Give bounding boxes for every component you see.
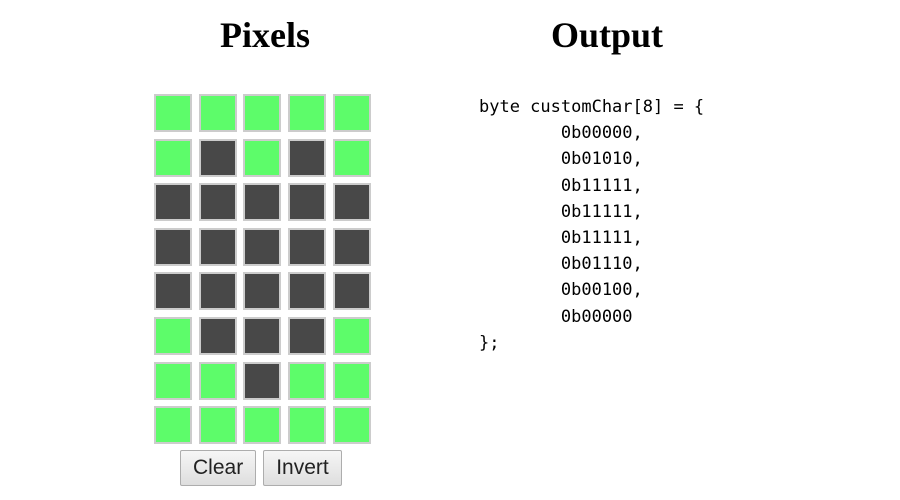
pixel-cell-r4-c4[interactable] [332, 272, 371, 311]
pixel-cell-r2-c0[interactable] [154, 183, 192, 222]
clear-button[interactable]: Clear [180, 450, 257, 486]
code-line: 0b00100, [479, 280, 643, 301]
pixel-cell-r7-c3[interactable] [288, 406, 327, 445]
pixel-cell-r4-c0[interactable] [154, 272, 192, 311]
code-line: 0b01010, [479, 149, 643, 170]
pixel-cell-r0-c0[interactable] [154, 94, 192, 132]
pixel-cell-r7-c0[interactable] [154, 406, 192, 445]
pixel-cell-r1-c1[interactable] [198, 138, 237, 177]
pixel-cell-r6-c0[interactable] [154, 361, 192, 400]
pixel-cell-r7-c2[interactable] [243, 406, 282, 445]
pixel-cell-r2-c2[interactable] [243, 183, 282, 222]
output-title: Output [550, 15, 664, 55]
pixel-cell-r3-c2[interactable] [243, 227, 282, 266]
code-footer: }; [479, 332, 500, 353]
code-header: byte customChar[8] = { [479, 97, 705, 117]
pixel-cell-r7-c1[interactable] [198, 406, 237, 445]
code-line: 0b11111, [479, 201, 643, 222]
pixel-cell-r3-c1[interactable] [198, 227, 237, 266]
pixel-cell-r6-c1[interactable] [198, 361, 237, 400]
pixel-cell-r4-c3[interactable] [288, 272, 327, 311]
pixel-cell-r5-c0[interactable] [154, 316, 192, 355]
output-code: byte customChar[8] = { 0b00000, 0b01010,… [479, 94, 704, 356]
pixel-cell-r0-c2[interactable] [243, 94, 282, 132]
pixel-cell-r5-c3[interactable] [288, 316, 327, 355]
pixel-grid [154, 94, 371, 445]
pixel-cell-r1-c4[interactable] [332, 138, 371, 177]
pixel-cell-r2-c1[interactable] [198, 183, 237, 222]
pixel-cell-r3-c3[interactable] [288, 227, 327, 266]
pixel-cell-r5-c4[interactable] [332, 316, 371, 355]
pixel-cell-r1-c3[interactable] [288, 138, 327, 177]
pixels-title: Pixels [220, 15, 310, 55]
code-line: 0b01110, [479, 254, 643, 275]
pixel-cell-r6-c4[interactable] [332, 361, 371, 400]
code-line: 0b11111, [479, 228, 643, 249]
pixel-cell-r0-c3[interactable] [288, 94, 327, 132]
pixel-cell-r6-c3[interactable] [288, 361, 327, 400]
pixel-cell-r1-c0[interactable] [154, 138, 192, 177]
pixel-cell-r3-c0[interactable] [154, 227, 192, 266]
pixel-cell-r5-c1[interactable] [198, 316, 237, 355]
pixel-cell-r2-c3[interactable] [288, 183, 327, 222]
code-line: 0b00000 [479, 306, 633, 327]
pixel-cell-r3-c4[interactable] [332, 227, 371, 266]
pixel-cell-r0-c4[interactable] [332, 94, 371, 132]
pixel-cell-r6-c2[interactable] [243, 361, 282, 400]
pixel-cell-r7-c4[interactable] [332, 406, 371, 445]
pixel-cell-r4-c1[interactable] [198, 272, 237, 311]
code-line: 0b11111, [479, 175, 643, 196]
pixel-cell-r5-c2[interactable] [243, 316, 282, 355]
invert-button[interactable]: Invert [263, 450, 342, 486]
button-row: Clear Invert [180, 450, 342, 486]
pixel-cell-r1-c2[interactable] [243, 138, 282, 177]
pixel-cell-r4-c2[interactable] [243, 272, 282, 311]
code-line: 0b00000, [479, 123, 643, 144]
pixel-cell-r0-c1[interactable] [198, 94, 237, 132]
pixel-cell-r2-c4[interactable] [332, 183, 371, 222]
